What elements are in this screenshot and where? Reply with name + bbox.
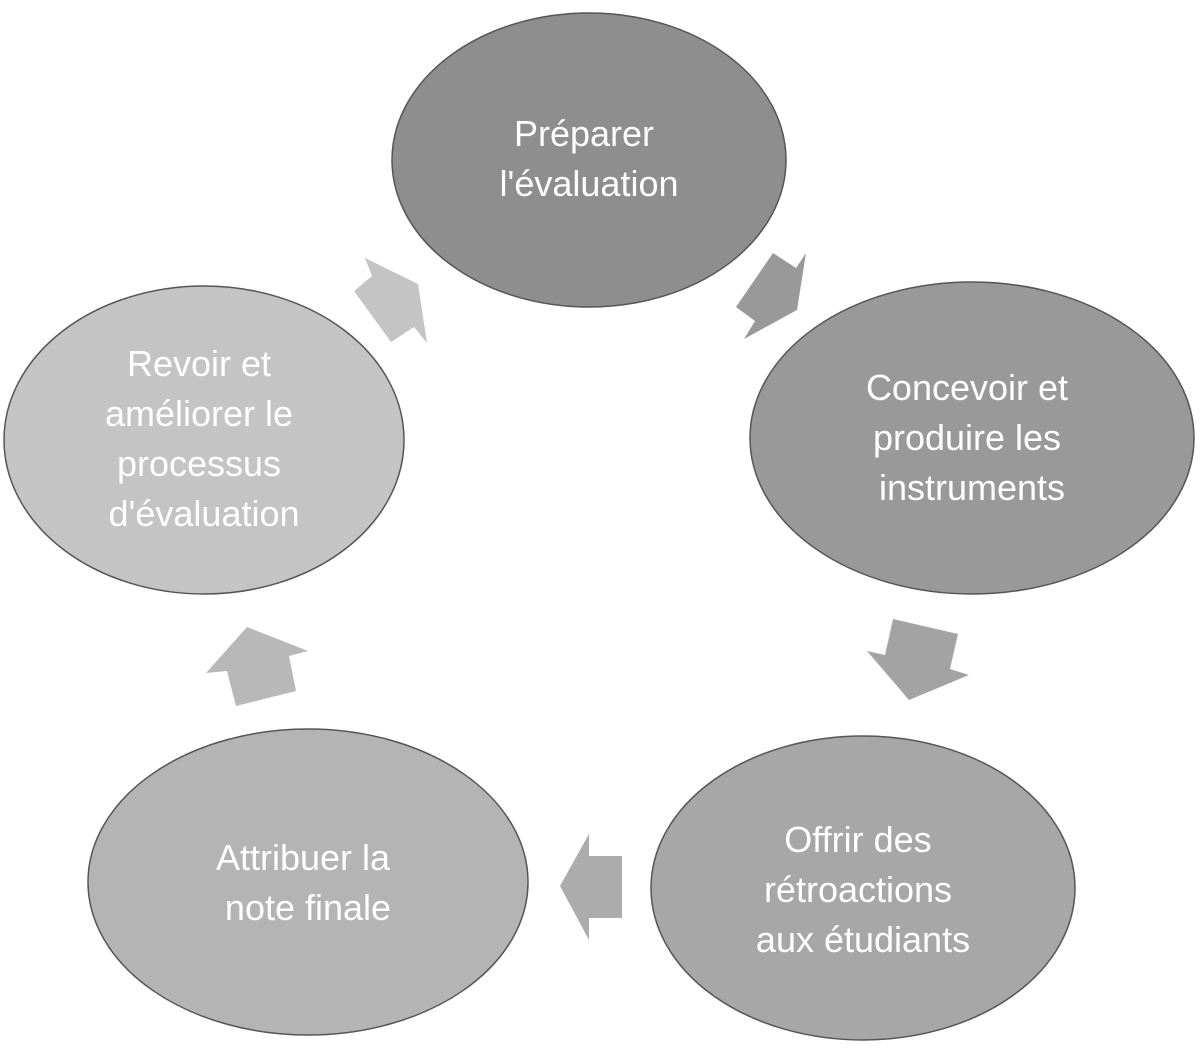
cycle-node-preparer: Préparer l'évaluation xyxy=(391,12,787,308)
node-label: Concevoir et produire les instruments xyxy=(866,367,1078,508)
cycle-node-revoir: Revoir et améliorer le processus d'évalu… xyxy=(3,285,405,595)
node-label: Préparer l'évaluation xyxy=(500,113,679,204)
node-ellipse xyxy=(391,12,787,308)
cycle-node-attribuer: Attribuer la note finale xyxy=(87,728,529,1036)
node-label: Attribuer la note finale xyxy=(216,837,400,928)
node-label-line: processus xyxy=(117,443,281,484)
node-label-line: note finale xyxy=(225,887,391,928)
node-label-line: Revoir et xyxy=(127,343,271,384)
arrow-concevoir-to-offrir xyxy=(867,619,969,700)
node-label-line: améliorer le xyxy=(105,393,293,434)
arrow-revoir-to-preparer xyxy=(354,258,427,343)
node-label-line: Concevoir et xyxy=(866,367,1068,408)
node-label: Revoir et améliorer le processus d'évalu… xyxy=(105,343,303,534)
node-label-line: Préparer xyxy=(514,113,654,154)
node-label-line: aux étudiants xyxy=(756,919,970,960)
arrow-preparer-to-concevoir xyxy=(736,253,806,339)
node-label-line: rétroactions xyxy=(764,869,952,910)
node-label-line: instruments xyxy=(879,467,1065,508)
node-ellipse xyxy=(650,735,1076,1041)
cycle-node-offrir: Offrir des rétroactions aux étudiants xyxy=(650,735,1076,1041)
cycle-node-concevoir: Concevoir et produire les instruments xyxy=(749,281,1195,595)
node-label-line: Attribuer la xyxy=(216,837,391,878)
node-label-line: produire les xyxy=(873,417,1061,458)
node-label-line: Offrir des xyxy=(784,819,931,860)
node-label-line: d'évaluation xyxy=(108,493,299,534)
node-label: Offrir des rétroactions aux étudiants xyxy=(756,819,970,960)
arrow-offrir-to-attribuer xyxy=(560,834,622,940)
node-label-line: l'évaluation xyxy=(500,163,679,204)
node-ellipse xyxy=(749,281,1195,595)
node-ellipse xyxy=(87,728,529,1036)
node-ellipse xyxy=(3,285,405,595)
arrow-attribuer-to-revoir xyxy=(206,627,308,706)
